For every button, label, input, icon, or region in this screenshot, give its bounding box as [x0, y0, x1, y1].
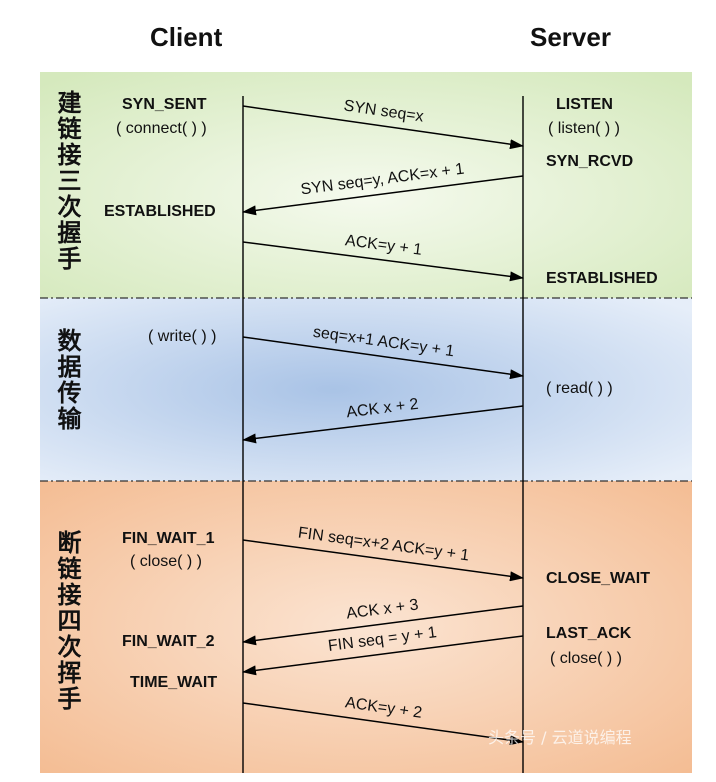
message-arrow	[242, 405, 524, 444]
server-call-close: ( close( ) )	[550, 650, 622, 667]
message-arrow	[242, 105, 524, 150]
server-state-syn-rcvd: SYN_RCVD	[546, 153, 634, 170]
server-header: Server	[530, 22, 611, 52]
message-arrow	[242, 539, 524, 582]
message-arrow	[242, 336, 524, 380]
server-state-listen: LISTEN	[556, 96, 613, 113]
message-arrow	[242, 702, 524, 746]
phase-title-handshake: 建链接三次握手	[53, 90, 81, 272]
client-call-connect: ( connect( ) )	[116, 120, 207, 137]
server-call-read: ( read( ) )	[546, 380, 613, 397]
message-arrow	[242, 241, 524, 282]
phase-title-teardown: 断链接四次挥手	[53, 530, 81, 712]
phase-title-data-transfer: 数据传输	[53, 328, 81, 432]
client-state-time-wait: TIME_WAIT	[130, 674, 218, 691]
message-arrow	[242, 635, 524, 676]
client-call-write: ( write( ) )	[148, 328, 217, 345]
phase-band-teardown	[40, 481, 692, 773]
phase-band-handshake	[40, 72, 692, 298]
phase-band-data-transfer	[40, 298, 692, 481]
watermark: 头条号 / 云道说编程	[488, 728, 632, 747]
server-state-last-ack: LAST_ACK	[546, 625, 632, 642]
server-state-established: ESTABLISHED	[546, 270, 658, 287]
client-state-fin-wait-2: FIN_WAIT_2	[122, 633, 215, 650]
client-state-fin-wait-1: FIN_WAIT_1	[122, 530, 215, 547]
message-arrow	[242, 175, 524, 216]
client-state-syn-sent: SYN_SENT	[122, 96, 207, 113]
client-state-established: ESTABLISHED	[104, 203, 216, 220]
server-state-close-wait: CLOSE_WAIT	[546, 570, 651, 587]
client-header: Client	[150, 22, 223, 52]
message-arrow	[242, 605, 524, 646]
client-call-close: ( close( ) )	[130, 553, 202, 570]
server-call-listen: ( listen( ) )	[548, 120, 620, 137]
